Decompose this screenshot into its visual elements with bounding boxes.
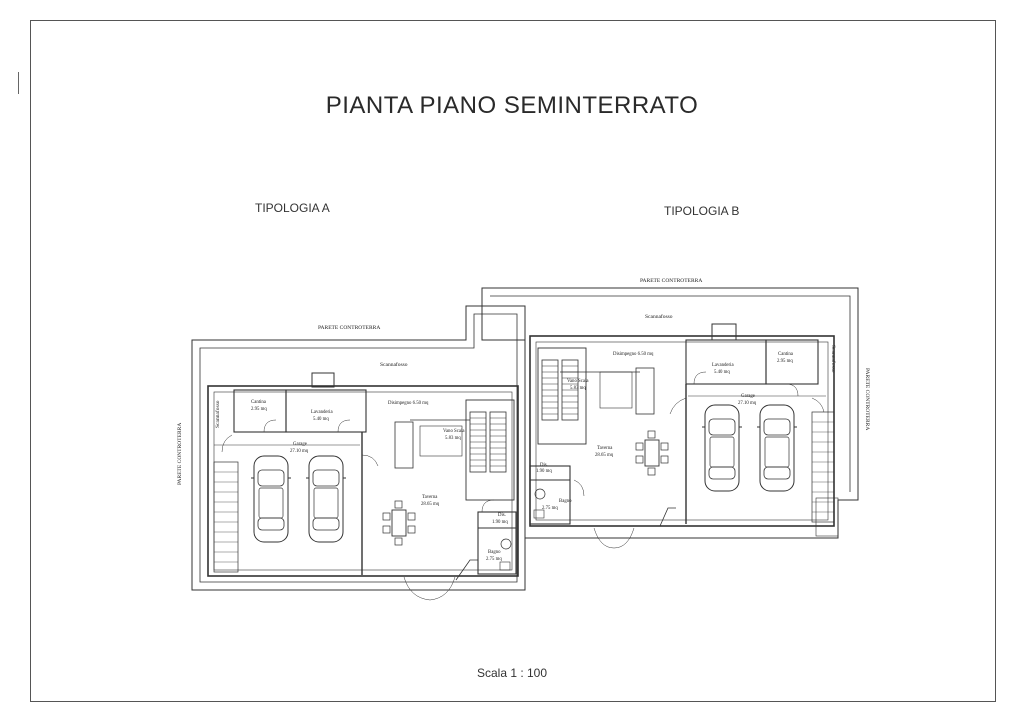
- plan-a-parete-side: PARETE CONTROTERRA: [177, 423, 183, 485]
- plan-a-building-wall: [207, 385, 519, 577]
- plan-a-parete-top: PARETE CONTROTERRA: [318, 325, 380, 331]
- plan-b-taverna-name: Taverna: [597, 446, 613, 451]
- plan-b-dis-name: Dis.: [540, 463, 548, 468]
- plan-a-disimpegno: Disimpegno 6.50 mq: [388, 401, 429, 406]
- plan-a-lavanderia-area: 5.40 mq: [313, 417, 329, 422]
- plan-b-disimpegno: Disimpegno 6.50 mq: [613, 352, 654, 357]
- plan-a-lavanderia-name: Lavanderia: [311, 410, 333, 415]
- plan-b-taverna-area: 28.65 mq: [595, 453, 614, 458]
- plan-b-parete-side: PARETE CONTROTERRA: [864, 368, 870, 430]
- plan-b-outer-wall: [481, 287, 859, 539]
- plan-a-outer-wall: [191, 305, 526, 591]
- plan-a-vano-scala-area: 5.83 mq: [445, 436, 461, 441]
- plan-b-lavanderia-area: 5.40 mq: [714, 370, 730, 375]
- plan-b-lavanderia-name: Lavanderia: [712, 363, 734, 368]
- plan-b-cantina-area: 2.95 mq: [777, 359, 793, 364]
- plan-b-cantina-name: Cantina: [778, 352, 794, 357]
- plan-a-cantina-area: 2.95 mq: [251, 407, 267, 412]
- plan-b-vano-scala-area: 5.83 mq: [570, 386, 586, 391]
- plan-b: [481, 287, 859, 549]
- plan-b-parete-top: PARETE CONTROTERRA: [640, 278, 702, 284]
- plan-b-bagno-area: 2.75 mq: [542, 506, 558, 511]
- sheet-border: [30, 20, 996, 702]
- heading-tipologia-b: TIPOLOGIA B: [664, 204, 740, 218]
- plan-a-bagno-name: Bagno: [488, 550, 501, 555]
- drawing-title: PIANTA PIANO SEMINTERRATO: [325, 92, 699, 119]
- margin-mark: [18, 72, 19, 94]
- plan-b-garage-name: Garage: [741, 394, 755, 399]
- plan-a-dis-name: Dis.: [498, 513, 506, 518]
- plan-a-bagno-wall: [477, 511, 517, 575]
- scale-label: Scala 1 : 100: [476, 666, 548, 680]
- plan-b-dis-area: 1.90 mq: [536, 469, 552, 474]
- plan-a-garage-area: 27.10 mq: [290, 449, 309, 454]
- plan-a-taverna-name: Taverna: [422, 495, 438, 500]
- plan-a-scannafosso-side: Scannafosso: [214, 400, 221, 428]
- plan-a-garage-name: Garage: [293, 442, 307, 447]
- plan-a-scannafosso-top: Scannafosso: [380, 361, 408, 368]
- plan-b-bagno-wall: [529, 465, 571, 525]
- plan-a-taverna-area: 28.65 mq: [421, 502, 440, 507]
- plan-a: [191, 305, 526, 601]
- plan-b-cantina-wall: [765, 339, 819, 385]
- plan-a-vano-scala-name: Vano Scala: [443, 429, 465, 434]
- plan-b-scannafosso-top: Scannafosso: [645, 313, 673, 320]
- heading-tipologia-a: TIPOLOGIA A: [255, 201, 330, 215]
- plan-a-lavanderia-wall: [285, 389, 367, 433]
- plan-a-cantina-name: Cantina: [251, 400, 267, 405]
- plan-b-scannafosso-side: Scannafosso: [830, 345, 837, 373]
- plan-a-bagno-area: 2.75 mq: [486, 557, 502, 562]
- plan-b-vano-scala-name: Vano Scala: [567, 379, 589, 384]
- plan-b-garage-area: 27.10 mq: [738, 401, 757, 406]
- plan-b-lavanderia-wall: [685, 339, 767, 385]
- plan-a-dis-area: 1.90 mq: [492, 520, 508, 525]
- plan-b-bagno-name: Bagno: [559, 499, 572, 504]
- plan-b-building-wall: [529, 335, 835, 527]
